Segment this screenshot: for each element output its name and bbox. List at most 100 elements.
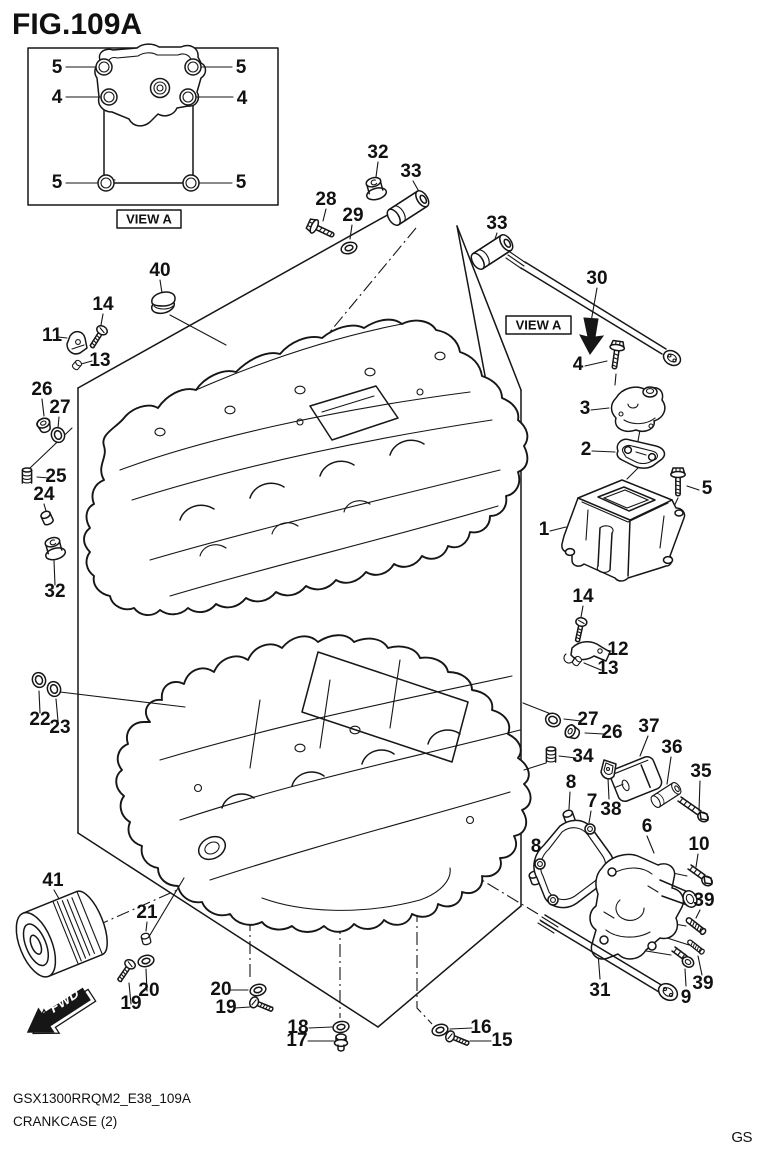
part-32-flange-nut	[361, 174, 389, 203]
callout-39: 39	[693, 890, 714, 911]
callout-19: 19	[120, 993, 141, 1014]
part-20-washer-a	[136, 952, 156, 970]
view-a-label: VIEW A	[516, 318, 562, 333]
figure-code: GSX1300RRQM2_E38_109A	[13, 1091, 191, 1106]
part-6-pump-cover	[589, 853, 698, 960]
part-20-washer-b	[248, 981, 268, 999]
part-4-flange-bolt	[606, 339, 626, 371]
part-23-oring	[44, 678, 64, 700]
part-40-cap	[150, 291, 176, 315]
fwd-arrow-icon	[26, 987, 91, 1033]
part-32b-flange-nut	[40, 534, 68, 563]
callout-37: 37	[638, 716, 659, 737]
page-mark: GS	[731, 1129, 752, 1146]
part-34-spring	[545, 746, 557, 763]
callout-5: 5	[702, 478, 713, 499]
callout-23: 23	[49, 717, 70, 738]
callout-16: 16	[470, 1017, 491, 1038]
part-22-oring	[29, 669, 49, 691]
inset-callout-5: 5	[52, 57, 63, 78]
callout-26: 26	[601, 722, 622, 743]
callout-1: 1	[539, 519, 550, 540]
part-30-long-bolt	[505, 251, 682, 367]
inset-bolt-holes	[95, 58, 202, 192]
inset-callout-4: 4	[237, 88, 248, 109]
part-35-flange-bolt	[677, 796, 709, 823]
callout-36: 36	[661, 737, 682, 758]
part-2-gasket-plate	[616, 438, 666, 469]
callout-labels: 32 33 28 29 33 30 40 14 11 13 26 27 4 3 …	[29, 142, 714, 1051]
part-17-flange-bolt	[333, 1033, 349, 1052]
inset-callout-5: 5	[236, 57, 247, 78]
callout-2: 2	[581, 439, 592, 460]
callout-21: 21	[136, 902, 158, 923]
callout-14: 14	[572, 586, 594, 607]
part-19-screw-a	[114, 957, 138, 985]
callout-34: 34	[572, 746, 594, 767]
lower-crankcase-half	[115, 634, 532, 933]
part-29-washer	[338, 239, 360, 257]
callout-8: 8	[566, 772, 577, 793]
part-19-screw-b	[247, 994, 276, 1016]
callout-4: 4	[573, 354, 584, 375]
part-15-screw	[443, 1028, 472, 1050]
part-3-small-cover	[610, 386, 666, 433]
part-39-stud-upper	[684, 915, 708, 937]
callout-33: 33	[400, 161, 421, 182]
figure-caption: CRANKCASE (2)	[13, 1114, 117, 1129]
view-a-label-box	[505, 315, 572, 335]
callout-25: 25	[45, 466, 67, 487]
callout-6: 6	[642, 816, 653, 837]
part-9-flange-bolt	[671, 946, 695, 968]
part-37-cushion-block	[609, 755, 663, 803]
part-11-bracket	[66, 330, 88, 355]
part-33b-spacer-sleeve	[467, 231, 517, 273]
callout-40: 40	[149, 260, 170, 281]
callout-12: 12	[607, 639, 628, 660]
part-1-cover-box	[561, 479, 686, 582]
callout-13: 13	[597, 658, 618, 679]
callout-29: 29	[342, 205, 363, 226]
callout-20: 20	[210, 979, 231, 1000]
callout-15: 15	[491, 1030, 513, 1051]
part-5-flange-bolt	[670, 467, 686, 497]
inset-leader-lines	[65, 66, 234, 184]
view-a-inset: 5 5 4 4 5 5 VIEW A	[27, 43, 279, 229]
callout-11: 11	[42, 325, 63, 346]
callout-39: 39	[692, 973, 713, 994]
callout-17: 17	[286, 1030, 307, 1051]
callout-26: 26	[31, 379, 52, 400]
part-7-gasket	[533, 819, 615, 909]
callout-41: 41	[42, 870, 64, 891]
callout-13: 13	[89, 350, 110, 371]
part-27-oring-left	[48, 424, 68, 446]
callout-19: 19	[215, 997, 236, 1018]
callout-24: 24	[33, 484, 55, 505]
callout-32: 32	[44, 581, 65, 602]
part-28-flange-bolt	[304, 216, 338, 243]
callout-7: 7	[587, 791, 598, 812]
callout-27: 27	[49, 397, 70, 418]
part-25-spring	[21, 467, 33, 484]
callout-35: 35	[690, 761, 712, 782]
callout-33: 33	[486, 213, 507, 234]
part-41-oil-filter	[15, 890, 108, 978]
inset-view-label: VIEW A	[126, 212, 172, 227]
part-27-oring-right	[542, 710, 564, 730]
part-38-clip	[600, 759, 617, 780]
upper-crankcase-half	[83, 318, 529, 616]
callout-9: 9	[681, 987, 692, 1008]
callout-3: 3	[580, 398, 591, 419]
part-24-plug	[39, 509, 55, 527]
fwd-indicator: FWD	[26, 985, 97, 1035]
part-18-washer	[331, 1019, 351, 1035]
inset-callout-5: 5	[52, 172, 63, 193]
callout-38: 38	[600, 799, 621, 820]
part-33-spacer-sleeve	[383, 187, 433, 229]
view-a-pointer: VIEW A	[505, 315, 605, 355]
callout-32: 32	[367, 142, 388, 163]
part-10-flange-bolt	[687, 864, 713, 887]
part-14-screw-left	[86, 323, 110, 352]
